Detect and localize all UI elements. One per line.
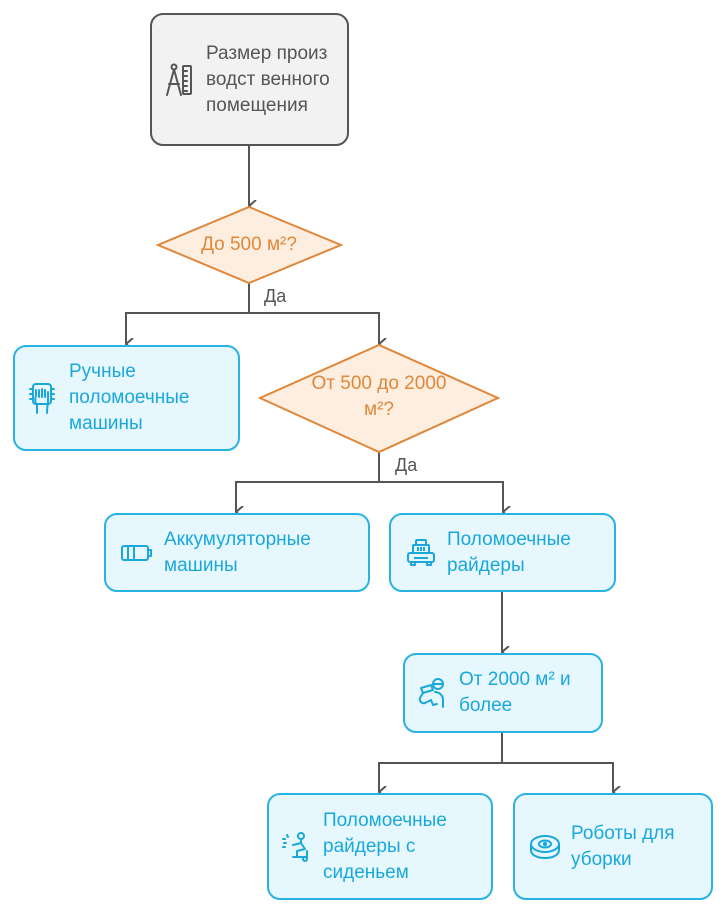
node-seated[interactable]: Поломоечные райдеры с сиденьем bbox=[267, 793, 493, 900]
compass-ruler-icon bbox=[164, 62, 194, 98]
node-manual-label: Ручные поломоечные машины bbox=[69, 361, 190, 434]
decision1-label: До 500 м²? bbox=[201, 234, 297, 255]
decision2-label: От 500 до 2000 м²? bbox=[311, 373, 447, 420]
rider-seat-icon bbox=[281, 831, 313, 863]
battery-icon bbox=[120, 543, 154, 563]
node-seated-label: Поломоечные райдеры с сиденьем bbox=[323, 809, 447, 883]
node-manual[interactable]: Ручные поломоечные машины bbox=[13, 345, 240, 451]
node-large[interactable]: От 2000 м² и более bbox=[403, 653, 603, 733]
node-large-label: От 2000 м² и более bbox=[459, 669, 571, 716]
edge-label-d1-yes: Да bbox=[264, 286, 287, 306]
scrubber-machine-icon bbox=[405, 538, 437, 568]
robot-vacuum-icon bbox=[529, 833, 561, 861]
worker-icon bbox=[417, 676, 451, 710]
edge-large-robots bbox=[502, 762, 613, 792]
edge-large-seated bbox=[378, 762, 502, 792]
edge-label-d2-yes: Да bbox=[395, 455, 418, 475]
node-robots-label: Роботы для уборки bbox=[571, 822, 675, 870]
node-battery[interactable]: Аккумуляторные машины bbox=[104, 513, 370, 592]
node-riders[interactable]: Поломоечные райдеры bbox=[389, 513, 616, 592]
hand-chip-icon bbox=[29, 381, 55, 415]
edge-decision1-manual bbox=[125, 312, 249, 344]
edge-decision2-battery bbox=[235, 481, 379, 512]
node-start[interactable]: Размер производст венного помещения bbox=[150, 13, 349, 146]
node-start-label: Размер производст венного помещения bbox=[206, 42, 330, 116]
node-battery-label: Аккумуляторные машины bbox=[164, 528, 311, 576]
edge-decision2-riders bbox=[379, 481, 503, 512]
decision2-shape bbox=[257, 343, 501, 454]
node-riders-label: Поломоечные райдеры bbox=[447, 528, 571, 576]
edge-decision1-decision2 bbox=[249, 312, 379, 344]
node-robots[interactable]: Роботы для уборки bbox=[513, 793, 713, 900]
decision1-shape bbox=[155, 205, 344, 285]
